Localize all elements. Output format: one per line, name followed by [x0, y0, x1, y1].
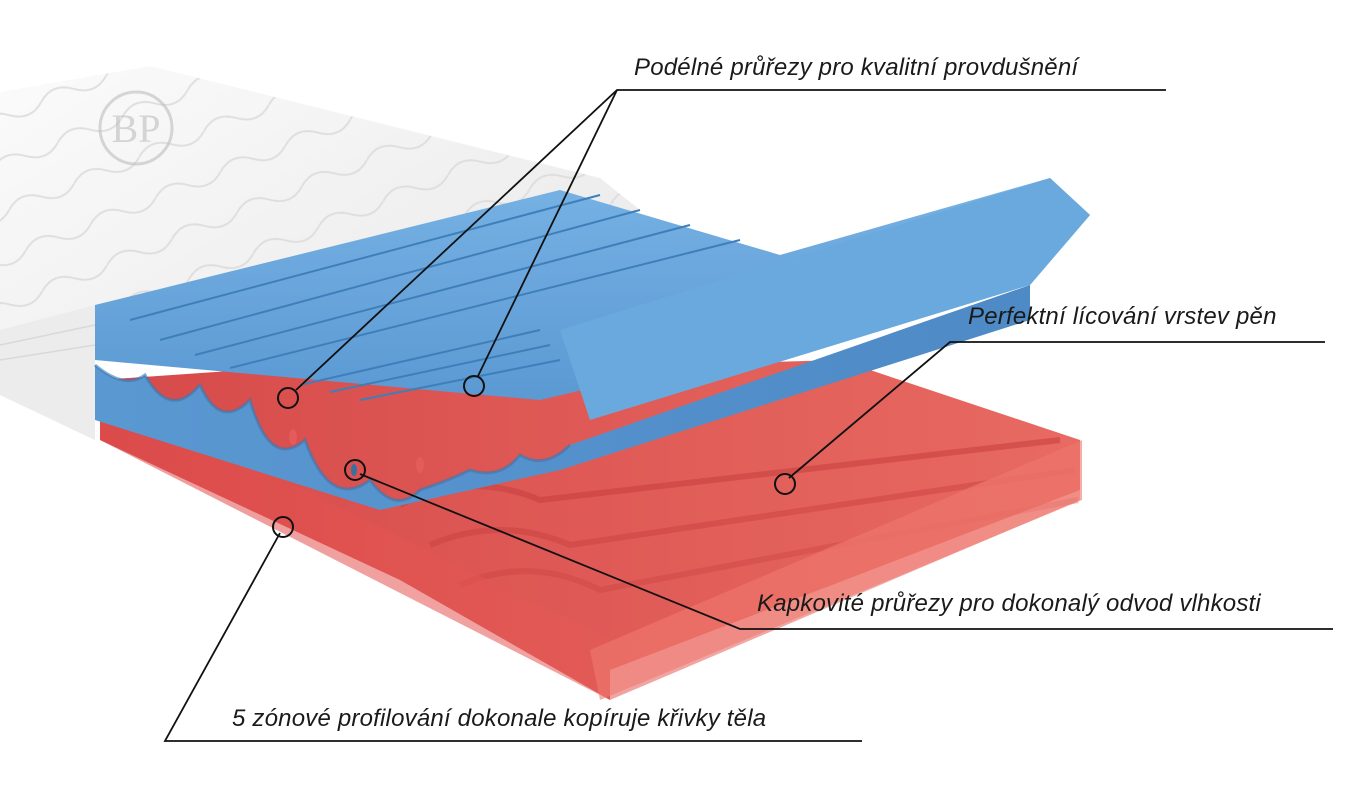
- leader-layer-fit: [788, 341, 1325, 479]
- logo-text: BP: [112, 106, 161, 151]
- callout-ventilation-label: Podélné průřezy pro kvalitní provdušnění: [634, 54, 1079, 81]
- marker-ventilation-left: [277, 387, 299, 409]
- callout-moisture-label: Kapkovité průřezy pro dokonalý odvod vlh…: [757, 590, 1261, 617]
- callout-lines: [163, 89, 1333, 742]
- callout-markers: [272, 375, 796, 538]
- marker-moisture: [344, 459, 366, 481]
- leader-moisture: [359, 473, 1333, 630]
- leader-ventilation-b: [477, 89, 618, 377]
- leader-zones: [163, 532, 862, 742]
- marker-ventilation-right: [463, 375, 485, 397]
- marker-zones: [272, 516, 294, 538]
- callout-layer-fit-label: Perfektní lícování vrstev pěn: [968, 303, 1277, 330]
- marker-layer-fit: [774, 473, 796, 495]
- brand-logo: BP: [98, 90, 174, 166]
- callout-zones-label: 5 zónové profilování dokonale kopíruje k…: [232, 705, 767, 732]
